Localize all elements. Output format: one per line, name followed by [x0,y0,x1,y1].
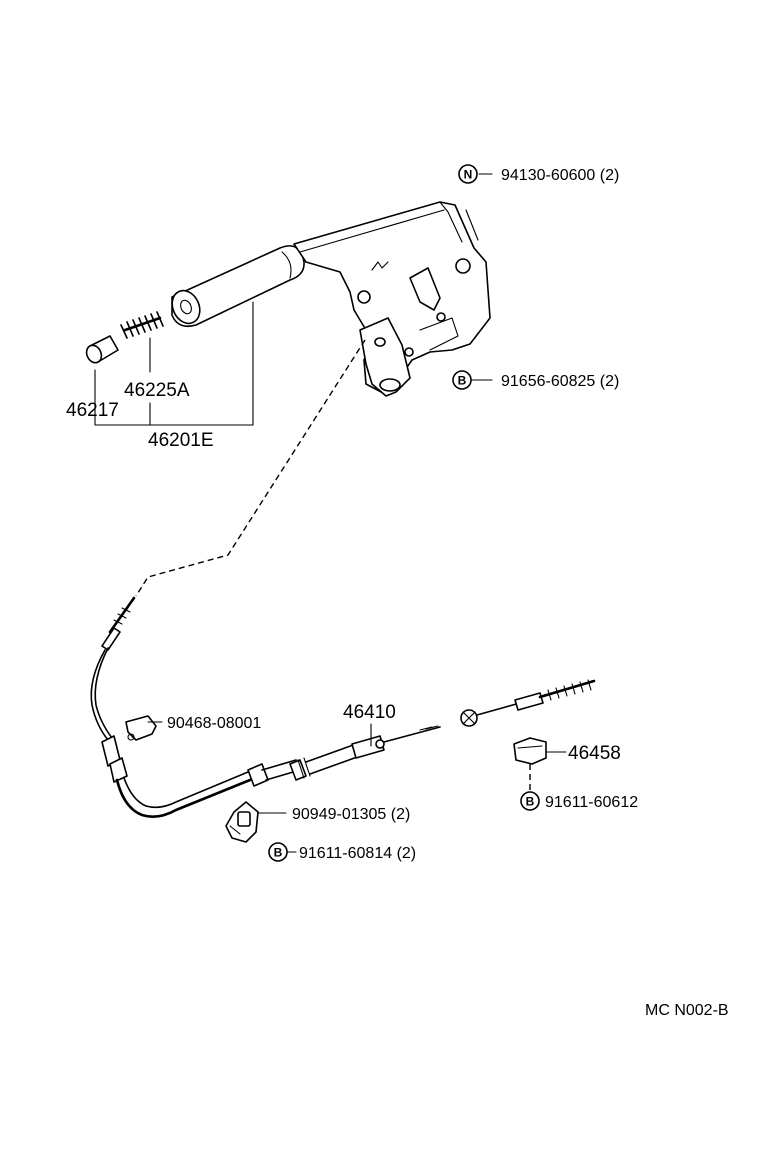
svg-text:N: N [464,168,473,182]
parking-brake-lever [171,201,491,397]
callout-46201E: 46201E [148,430,214,451]
bolt-badge-icon: B [520,791,540,811]
nut-badge-icon: N [458,164,478,184]
bolt-badge-icon: B [452,370,472,390]
callout-46225A: 46225A [124,380,190,401]
callout-91611-60814: 91611-60814 (2) [299,845,416,862]
bolt-badge-icon: B [268,842,288,862]
callout-46217: 46217 [66,400,119,421]
clip-90468 [125,715,157,741]
callout-90468-08001: 90468-08001 [167,715,261,732]
callout-91611-60612: 91611-60612 [545,794,638,811]
callout-90949-01305: 90949-01305 (2) [292,806,410,823]
callout-91656-60825: 91656-60825 (2) [501,373,619,390]
callout-46458: 46458 [568,743,621,764]
cable-clamp-46458 [513,737,547,765]
connection-dashed-line [135,339,366,597]
grip-spring [120,311,164,339]
callout-46410: 46410 [343,702,396,723]
leader-46217 [94,301,254,426]
grip-button [85,335,119,364]
diagram-code: MC N002-B [645,1002,729,1019]
parking-brake-cable [90,596,596,818]
svg-text:B: B [526,795,535,809]
callout-94130-60600: 94130-60600 (2) [501,167,619,184]
svg-text:B: B [274,846,283,860]
svg-text:B: B [458,374,467,388]
cable-clamp-90949 [225,801,259,843]
